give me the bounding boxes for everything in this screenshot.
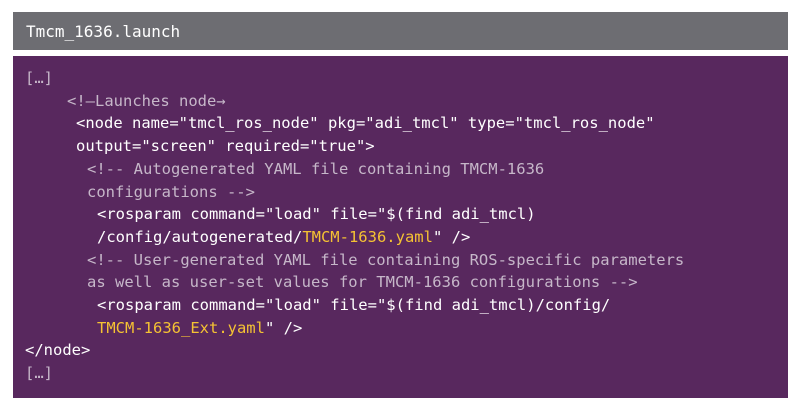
- file-title-bar: Tmcm_1636.launch: [13, 12, 788, 50]
- code-token: /config/autogenerated/: [97, 227, 303, 246]
- code-line: </node>: [25, 339, 90, 361]
- code-line: <node name="tmcl_ros_node" pkg="adi_tmcl…: [76, 112, 655, 134]
- code-listing-frame: Tmcm_1636.launch […] <!—Launches node→ <no…: [13, 12, 788, 398]
- code-token: as well as user-set values for TMCM-1636…: [87, 273, 638, 292]
- code-token: " />: [432, 227, 471, 246]
- code-token: configurations -->: [87, 182, 255, 201]
- code-token: <node name="tmcl_ros_node" pkg="adi_tmcl…: [76, 114, 655, 133]
- code-token: <!-- Autogenerated YAML file containing …: [87, 159, 545, 178]
- code-token: […]: [25, 364, 53, 383]
- code-line: as well as user-set values for TMCM-1636…: [87, 271, 638, 293]
- code-token: <rosparam command="load" file="$(find ad…: [97, 205, 536, 224]
- code-line: <!-- Autogenerated YAML file containing …: [87, 158, 544, 180]
- code-line: /config/autogenerated/TMCM-1636.yaml" />: [97, 226, 470, 248]
- code-token: <rosparam command="load" file="$(find ad…: [97, 296, 611, 314]
- code-line: […]: [25, 67, 53, 89]
- code-line: configurations -->: [87, 181, 255, 203]
- code-panel: […] <!—Launches node→ <node name="tmcl_ros…: [13, 56, 788, 398]
- code-token: output="screen" required="true">: [76, 137, 375, 156]
- code-line: […]: [25, 362, 53, 384]
- yaml-filename: TMCM-1636_Ext.yaml: [97, 318, 265, 337]
- code-token: <!—Launches node→: [67, 91, 226, 110]
- code-token: […]: [25, 69, 53, 87]
- code-line: <!-- User-generated YAML file containing…: [87, 249, 684, 271]
- code-line: output="screen" required="true">: [76, 135, 375, 157]
- code-line: <rosparam command="load" file="$(find ad…: [97, 294, 610, 316]
- yaml-filename: TMCM-1636.yaml: [302, 227, 433, 246]
- code-line: <!—Launches node→: [67, 90, 226, 112]
- file-name-title: Tmcm_1636.launch: [26, 21, 181, 41]
- code-token: " />: [264, 318, 303, 337]
- code-token: <!-- User-generated YAML file containing…: [87, 250, 685, 269]
- code-line: <rosparam command="load" file="$(find ad…: [97, 203, 536, 225]
- code-line: TMCM-1636_Ext.yaml" />: [97, 317, 302, 339]
- code-token: </node>: [25, 341, 91, 360]
